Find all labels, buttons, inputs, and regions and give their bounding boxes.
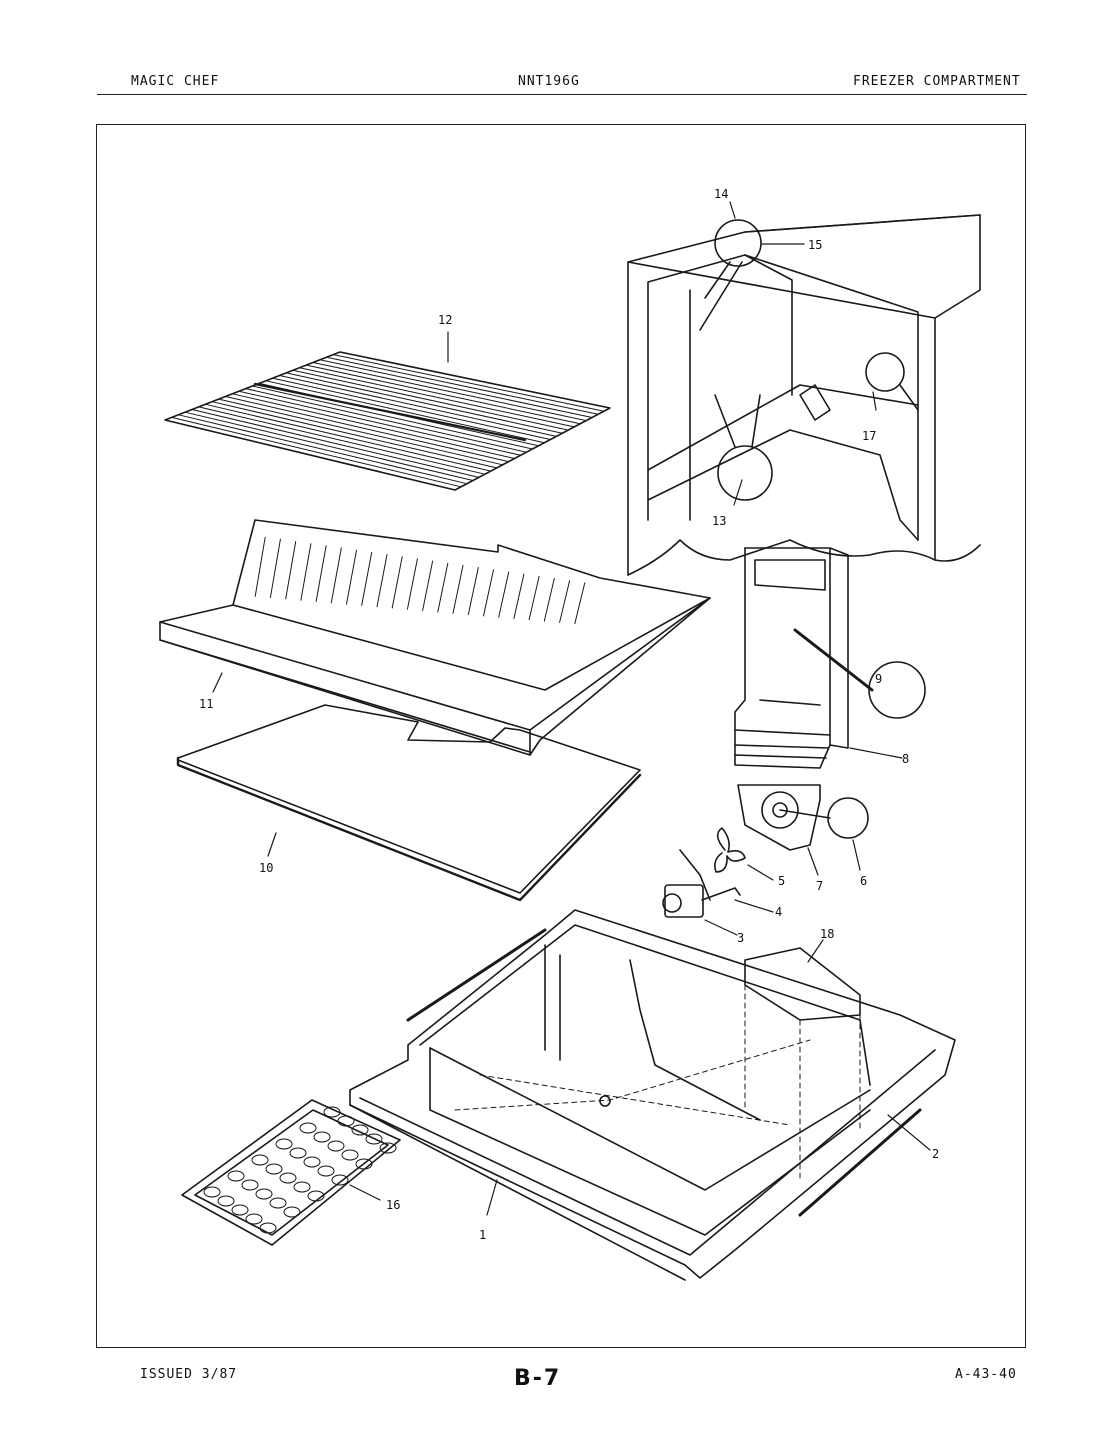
callout-14: 14 [714, 187, 728, 201]
reference-code: A-43-40 [955, 1367, 1017, 1382]
section-label: FREEZER COMPARTMENT [853, 74, 1021, 89]
ice-cube-cell [331, 1174, 349, 1186]
callout-16: 16 [386, 1198, 400, 1212]
callout-2: 2 [932, 1147, 939, 1161]
ice-cube-cell [317, 1165, 335, 1177]
ice-cube-cell [351, 1124, 369, 1136]
callout-12: 12 [438, 313, 452, 327]
ice-cube-cell [217, 1195, 235, 1207]
ice-cube-cell [259, 1222, 277, 1234]
callout-7: 7 [816, 879, 823, 893]
ice-cube-cell [255, 1188, 273, 1200]
ice-cube-cell [279, 1172, 297, 1184]
shelf-panel [176, 704, 642, 902]
model-label: NNT196G [518, 74, 580, 89]
page-code: B-7 [514, 1366, 562, 1391]
callout-6: 6 [860, 874, 867, 888]
ice-cube-cell [327, 1140, 345, 1152]
callout-10: 10 [259, 861, 273, 875]
ice-cube-cell [365, 1133, 383, 1145]
callout-numbers: 1 2 3 4 5 6 7 8 9 10 11 12 13 14 15 16 1… [199, 187, 939, 1242]
diagram-frame [96, 124, 1026, 1348]
ice-cube-cell [337, 1115, 355, 1127]
ice-cube-cell [289, 1147, 307, 1159]
brand-label: MAGIC CHEF [131, 74, 220, 89]
ice-cube-cell [313, 1131, 331, 1143]
freezer-cabinet [627, 214, 981, 576]
ice-cube-cell [283, 1206, 301, 1218]
callout-1: 1 [479, 1228, 486, 1242]
ice-cube-cell [341, 1149, 359, 1161]
callout-11: 11 [199, 697, 213, 711]
header-rule [97, 94, 1027, 95]
callout-9: 9 [875, 672, 882, 686]
wire-shelf [164, 351, 611, 491]
fan-motor-assembly [662, 827, 746, 918]
callout-4: 4 [775, 905, 782, 919]
ice-cube-cell [293, 1181, 311, 1193]
shelf-frame [159, 519, 711, 756]
ice-cube-cell [323, 1106, 341, 1118]
fan-bracket [737, 784, 821, 851]
callout-13: 13 [712, 514, 726, 528]
ice-cube-cell [203, 1186, 221, 1198]
callout-5: 5 [778, 874, 785, 888]
ice-cube-cell [269, 1197, 287, 1209]
ice-cube-cell [231, 1204, 249, 1216]
ice-cube-cell [303, 1156, 321, 1168]
callout-8: 8 [902, 752, 909, 766]
ice-cube-cell [251, 1154, 269, 1166]
ice-tray [181, 1099, 401, 1246]
evaporator-cover [349, 909, 956, 1281]
leader-lines [212, 201, 931, 1216]
callout-18: 18 [820, 927, 834, 941]
air-duct [734, 547, 849, 769]
ice-cube-cell [299, 1122, 317, 1134]
callout-3: 3 [737, 931, 744, 945]
ice-cube-cell [227, 1170, 245, 1182]
ice-cube-cell [355, 1158, 373, 1170]
ice-cube-cell [307, 1190, 325, 1202]
ice-cube-cell [245, 1213, 263, 1225]
issued-date: ISSUED 3/87 [140, 1367, 238, 1382]
detail-circles [699, 219, 926, 839]
ice-cube-cell [275, 1138, 293, 1150]
callout-17: 17 [862, 429, 876, 443]
ice-cube-cell [241, 1179, 259, 1191]
ice-cube-cell [265, 1163, 283, 1175]
callout-15: 15 [808, 238, 822, 252]
ice-cube-cell [379, 1142, 397, 1154]
